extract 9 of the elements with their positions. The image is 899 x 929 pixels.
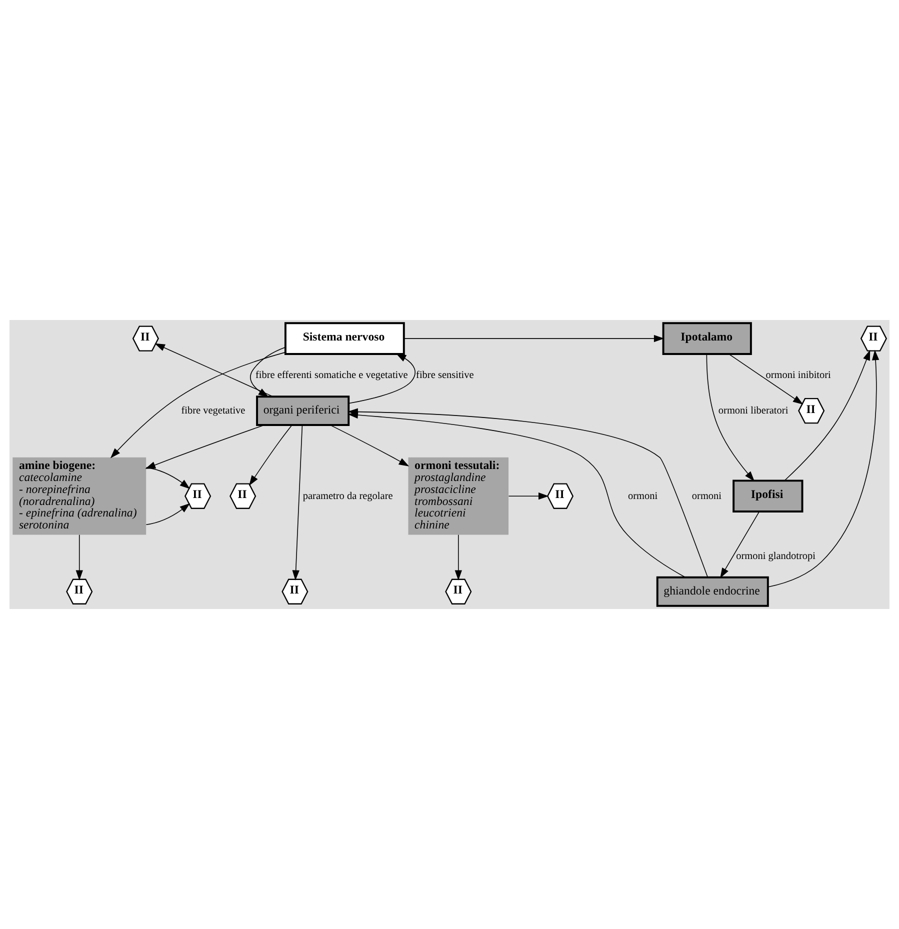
edge-label: ormoni inibitori (766, 370, 831, 381)
edge-label: parametro da regolare (302, 490, 393, 502)
edge-label: ormoni glandotropi (736, 550, 816, 562)
edge-label: ormoni (692, 490, 722, 502)
edge-label: fibre vegetative (181, 405, 246, 416)
edge-label: fibre efferenti somatiche e vegetative (255, 370, 408, 381)
edge-label: fibre sensitive (416, 370, 474, 381)
edge-label: ormoni (628, 490, 658, 502)
edge-label: ormoni liberatori (718, 405, 788, 416)
